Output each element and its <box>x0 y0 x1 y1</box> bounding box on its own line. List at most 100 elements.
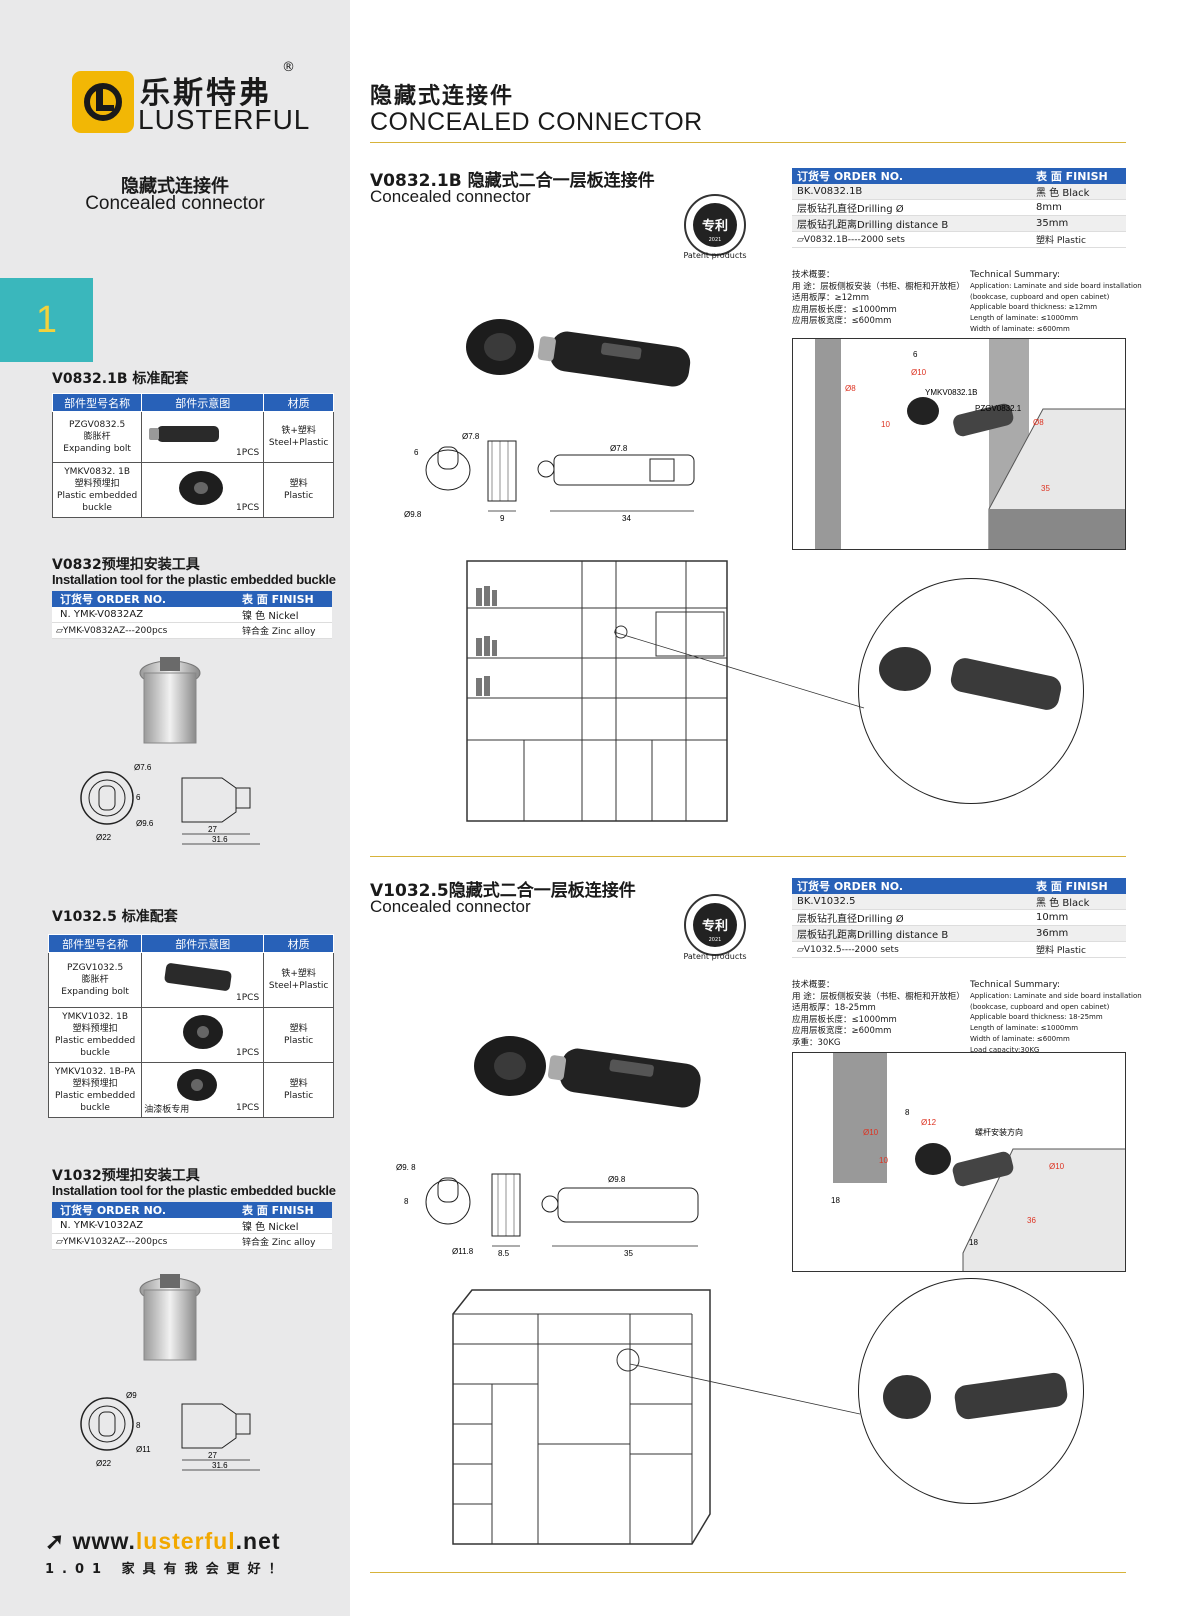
logo-mark-icon <box>72 71 134 133</box>
box-icon: ▱ <box>797 234 804 245</box>
patent-label: Patent products <box>683 952 747 961</box>
order-header: 订货号 ORDER NO. <box>60 593 167 606</box>
product2-render <box>474 1036 701 1108</box>
product2-tech-summary-cn: 技术概要： 用 途：层板侧板安装（书柜、橱柜和开放柜） 适用板厚：18-25mm… <box>792 980 965 1049</box>
product2-dimension-drawing: Ø9. 8 8 Ø11.8 8.5 Ø9.8 35 <box>396 1163 699 1258</box>
spec-key: V0832.1B----2000 sets <box>803 234 905 245</box>
embedded-buckle-icon <box>182 1015 223 1049</box>
tech-line: 应用层板长度：≤1000mm <box>792 304 897 315</box>
bookcase-illustration <box>466 560 728 822</box>
install-label: Ø8 <box>845 384 856 393</box>
kit2-header-mat: 材质 <box>263 934 334 953</box>
zoom-leader-line <box>613 631 865 709</box>
part-illustration: 1PCS <box>141 1007 265 1063</box>
part-qty: 1PCS <box>236 448 260 458</box>
dim-label: Ø7.8 <box>610 444 628 453</box>
patent-seal-icon: 专利 2021 <box>684 894 746 956</box>
tech-line: 用 途：层板侧板安装（书柜、橱柜和开放柜） <box>792 991 965 1002</box>
brand-name-cn: 乐斯特弗 <box>140 76 272 111</box>
install-label: 螺杆安装方向 <box>975 1127 1023 1137</box>
part-name-cn: 膨胀杆 <box>81 975 109 985</box>
install-label: 10 <box>879 1156 888 1165</box>
arrow-icon: ➚ <box>45 1528 66 1554</box>
part-qty: 1PCS <box>236 1103 260 1113</box>
tech-line: 应用层板宽度：≥600mm <box>792 1026 892 1036</box>
tech-line: Applicable board thickness: ≥12mm <box>970 303 1098 312</box>
package-cell: ▱YMK-V1032AZ---200pcs <box>52 1237 242 1247</box>
material-cn: 塑料 <box>289 1024 308 1034</box>
dim-label: Ø7.6 <box>134 763 152 772</box>
part-code: YMKV1032. 1B <box>62 1012 129 1022</box>
part-name-en: Expanding bolt <box>63 444 131 454</box>
dim-label: 27 <box>208 825 217 834</box>
kit1-title: V0832.1B 标准配套 <box>52 371 189 387</box>
kit2-header-name: 部件型号名称 <box>47 934 143 953</box>
wardrobe-illustration <box>452 1289 711 1545</box>
part-code: YMKV0832. 1B <box>64 467 131 477</box>
embedded-buckle-icon <box>178 471 223 505</box>
tool1-dimension-drawing: Ø7.6 6 Ø9.6 Ø22 27 31.6 <box>80 763 260 845</box>
material-en: Plastic <box>284 1091 314 1101</box>
dim-label: 9 <box>500 514 505 523</box>
url-suffix: .net <box>235 1528 281 1554</box>
dim-label: 8 <box>136 1421 141 1430</box>
dim-label: Ø9. 8 <box>396 1163 416 1172</box>
dim-label: Ø9 <box>126 1391 137 1400</box>
sidebar-title-cn: 隐藏式连接件 <box>121 176 229 197</box>
title-divider <box>370 142 1126 143</box>
dim-label: 35 <box>624 1249 633 1258</box>
order-no: N. YMK-V0832AZ <box>60 609 144 620</box>
install-label: Ø12 <box>921 1118 937 1127</box>
order-no: YMK-V0832AZ---200pcs <box>62 625 168 636</box>
tech-line: Load capacity:30KG <box>970 1045 1040 1054</box>
section-divider <box>370 856 1126 857</box>
material-en: Steel+Plastic <box>268 438 329 448</box>
expanding-bolt-icon <box>148 426 219 442</box>
product1-dimension-drawing: Ø7.8 6 Ø9.8 9 Ø7.8 34 <box>404 432 695 523</box>
product2-tech-summary-en: Technical Summary: Application: Laminate… <box>970 980 1142 1056</box>
spec-key: BK.V1032.5 <box>797 896 856 907</box>
website-link[interactable]: ➚ www.lusterful.net <box>45 1528 281 1555</box>
kit2-title: V1032.5 标准配套 <box>52 909 178 925</box>
dim-label: Ø11 <box>136 1445 151 1454</box>
finish: 锌合金 Zinc alloy <box>242 627 316 637</box>
tech-line: 技术概要： <box>792 980 835 990</box>
order-header: 订货号 ORDER NO. <box>60 1204 167 1217</box>
product2-install-diagram: 8 Ø12 Ø10 10 螺杆安装方向 Ø10 18 36 18 <box>792 1052 1126 1272</box>
finish: 锌合金 Zinc alloy <box>242 1238 316 1248</box>
part-name-en: Plastic embedded buckle <box>55 1091 136 1113</box>
slogan: 1.01 家具有我会更好！ <box>45 1562 290 1577</box>
finish-header: 表 面 FINISH <box>1036 170 1108 183</box>
finish-header: 表 面 FINISH <box>242 593 314 606</box>
tool2-title-en: Installation tool for the plastic embedd… <box>52 1183 336 1198</box>
tech-line: Application: Laminate and side board ins… <box>970 281 1142 290</box>
tool2-title-cn: V1032预埋扣安装工具 <box>52 1168 200 1184</box>
spec-key: 层板钻孔距离Drilling distance B <box>797 930 949 941</box>
sidebar: 乐斯特弗 LUSTERFUL ® 隐藏式连接件 Concealed connec… <box>0 0 350 1616</box>
part-name-cn: 膨胀杆 <box>83 432 111 442</box>
tech-line: Width of laminate: ≤600mm <box>970 324 1070 333</box>
part-code: YMKV1032. 1B-PA <box>55 1067 136 1077</box>
order-header: 订货号 ORDER NO. <box>797 170 904 183</box>
material-en: Plastic <box>284 491 314 501</box>
product1-tech-summary-en: Technical Summary: Application: Laminate… <box>970 270 1142 335</box>
tech-line: 用 途：层板侧板安装（书柜、橱柜和开放柜） <box>792 281 965 292</box>
tech-line: 适用板厚：≥12mm <box>792 293 869 303</box>
dim-label: Ø11.8 <box>452 1247 474 1256</box>
spec-value: 黑 色 Black <box>1036 188 1090 199</box>
install-label: PZGV0832.1 <box>975 404 1022 413</box>
product1-tech-summary-cn: 技术概要： 用 途：层板侧板安装（书柜、橱柜和开放柜） 适用板厚：≥12mm 应… <box>792 270 965 328</box>
zoom-leader-line <box>629 1363 861 1415</box>
tech-line: (bookcase, cupboard and open cabinet) <box>970 292 1110 301</box>
